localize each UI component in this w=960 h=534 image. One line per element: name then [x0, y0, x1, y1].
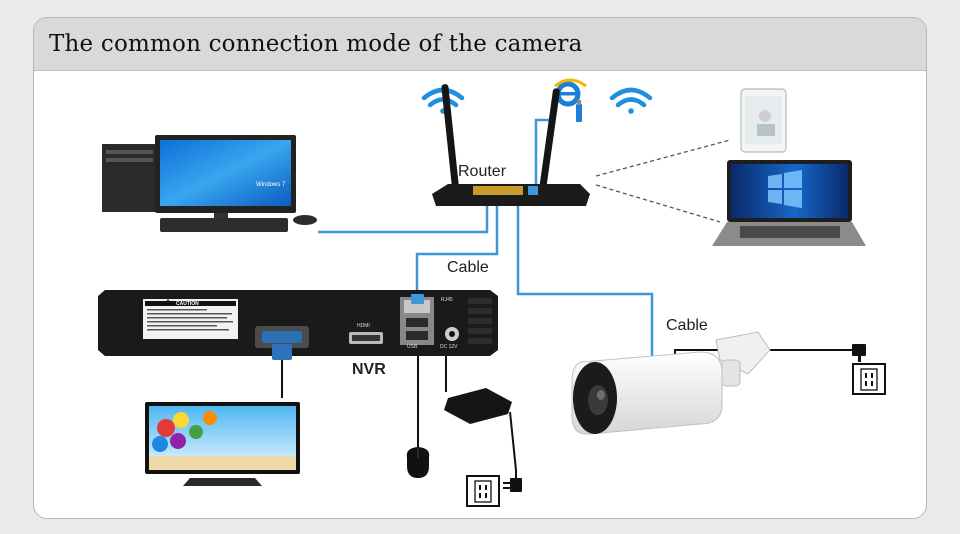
usb-text: USB	[407, 344, 418, 350]
page-title: The common connection mode of the camera	[49, 31, 583, 57]
desktop-computer	[102, 135, 317, 232]
adapter-cable	[509, 411, 517, 480]
title-bar: The common connection mode of the camera	[34, 18, 926, 71]
router-label: Router	[458, 163, 507, 180]
cable-label-camera: Cable	[666, 317, 708, 334]
bullet-camera	[571, 331, 771, 435]
nvr-label: NVR	[352, 361, 386, 378]
wifi-icon	[609, 87, 653, 114]
power-outlet-icon	[852, 363, 886, 395]
camera-cable	[516, 198, 654, 360]
camera-lens	[588, 385, 608, 415]
power-adapter	[444, 388, 512, 424]
internet-cable	[534, 118, 553, 185]
power-plug-icon	[503, 478, 522, 492]
rj45-plug	[411, 294, 424, 304]
laptop	[712, 160, 866, 246]
mouse-icon	[406, 447, 430, 478]
power-plug-icon	[852, 344, 866, 362]
network-cables	[318, 118, 654, 360]
laptop-link	[595, 184, 721, 223]
tablet-link	[595, 139, 731, 177]
hdmi-text: HDMI	[357, 323, 370, 329]
power-outlet-icon	[466, 475, 500, 507]
vga-plug	[272, 344, 292, 360]
router	[432, 84, 590, 206]
caution-text: CAUTION	[176, 301, 199, 307]
dc-text: DC 12V	[440, 344, 458, 350]
nvr-cable	[415, 198, 499, 296]
pc-cable	[318, 198, 489, 234]
mouse-icon	[293, 215, 317, 225]
windows-badge: Windows 7	[256, 182, 286, 188]
usb-dongle-icon	[576, 100, 582, 122]
cable-label-top: Cable	[447, 259, 489, 276]
nvr-recorder	[98, 290, 498, 356]
lan-ports	[473, 186, 523, 195]
tablet	[740, 88, 787, 153]
wan-port	[528, 186, 538, 195]
wifi-links	[595, 139, 731, 223]
keyboard	[160, 218, 288, 232]
rj45-text: RJ45	[441, 297, 453, 303]
display-monitor	[145, 402, 300, 486]
pc-screen	[160, 140, 291, 206]
